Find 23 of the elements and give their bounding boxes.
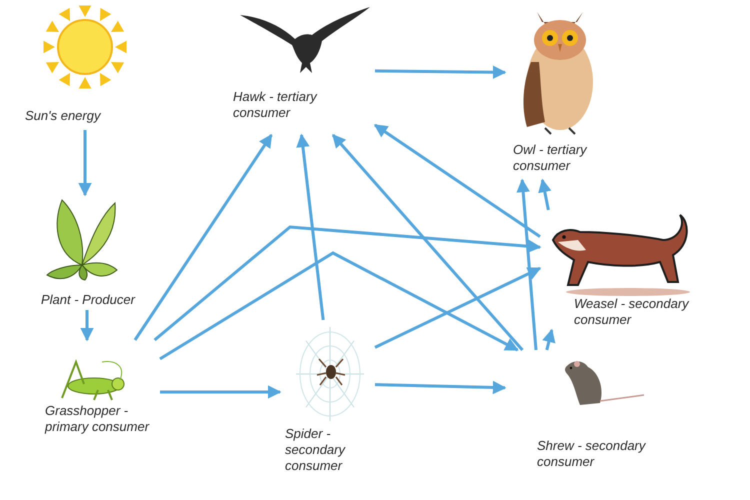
arrow (542, 328, 556, 350)
arrow (374, 380, 506, 394)
organism-label: Weasel - secondary consumer (574, 296, 690, 328)
arrow (296, 134, 325, 320)
arrow (160, 385, 282, 399)
organism-label: Plant - Producer (41, 292, 136, 308)
organism-label: Spider - secondary consumer (285, 426, 346, 474)
arrow (154, 225, 542, 342)
arrow (516, 178, 538, 350)
arrow (374, 124, 541, 238)
arrow (80, 310, 94, 342)
arrow (374, 266, 542, 349)
arrow (134, 134, 273, 341)
organism-label: Sun's energy (25, 108, 102, 124)
arrow (159, 251, 519, 360)
organism-label: Owl - tertiary consumer (513, 142, 588, 174)
arrow (332, 134, 524, 351)
organism-label: Grasshopper - primary consumer (45, 403, 150, 435)
arrow (78, 130, 92, 196)
organism-label: Shrew - secondary consumer (537, 438, 647, 470)
arrow (374, 66, 506, 79)
organism-label: Hawk - tertiary consumer (233, 89, 318, 121)
arrow (538, 178, 552, 210)
